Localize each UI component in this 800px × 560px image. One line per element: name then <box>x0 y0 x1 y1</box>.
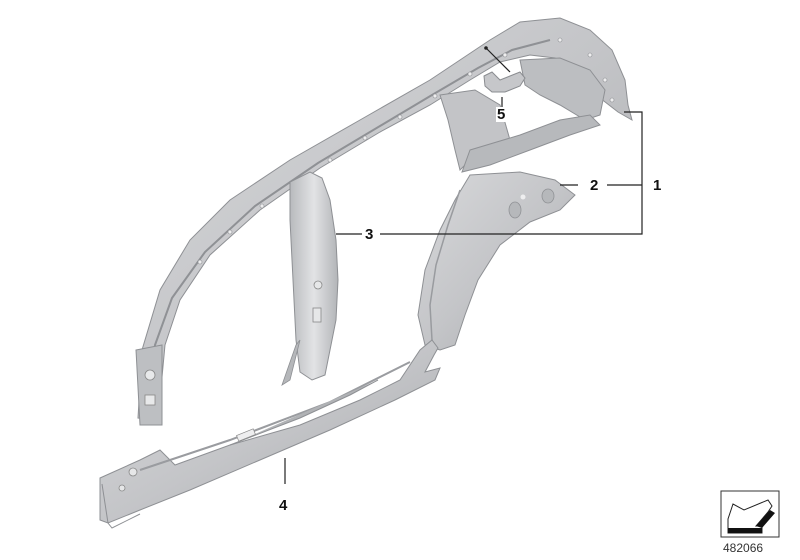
callout-3[interactable]: 3 <box>364 226 375 243</box>
direction-arrow-icon <box>720 490 780 538</box>
part-wheel-arch[interactable] <box>417 171 576 351</box>
leader-lines <box>284 46 643 484</box>
part-side-frame[interactable] <box>135 17 633 426</box>
part-side-sill[interactable] <box>99 339 441 529</box>
part-bracket[interactable] <box>483 71 526 93</box>
part-b-pillar[interactable] <box>281 171 339 386</box>
diagram-id-label: 482066 <box>723 541 764 555</box>
callout-4[interactable]: 4 <box>278 497 289 514</box>
callout-2[interactable]: 2 <box>589 177 600 194</box>
callout-5[interactable]: 5 <box>496 106 507 123</box>
callout-1[interactable]: 1 <box>652 177 663 194</box>
